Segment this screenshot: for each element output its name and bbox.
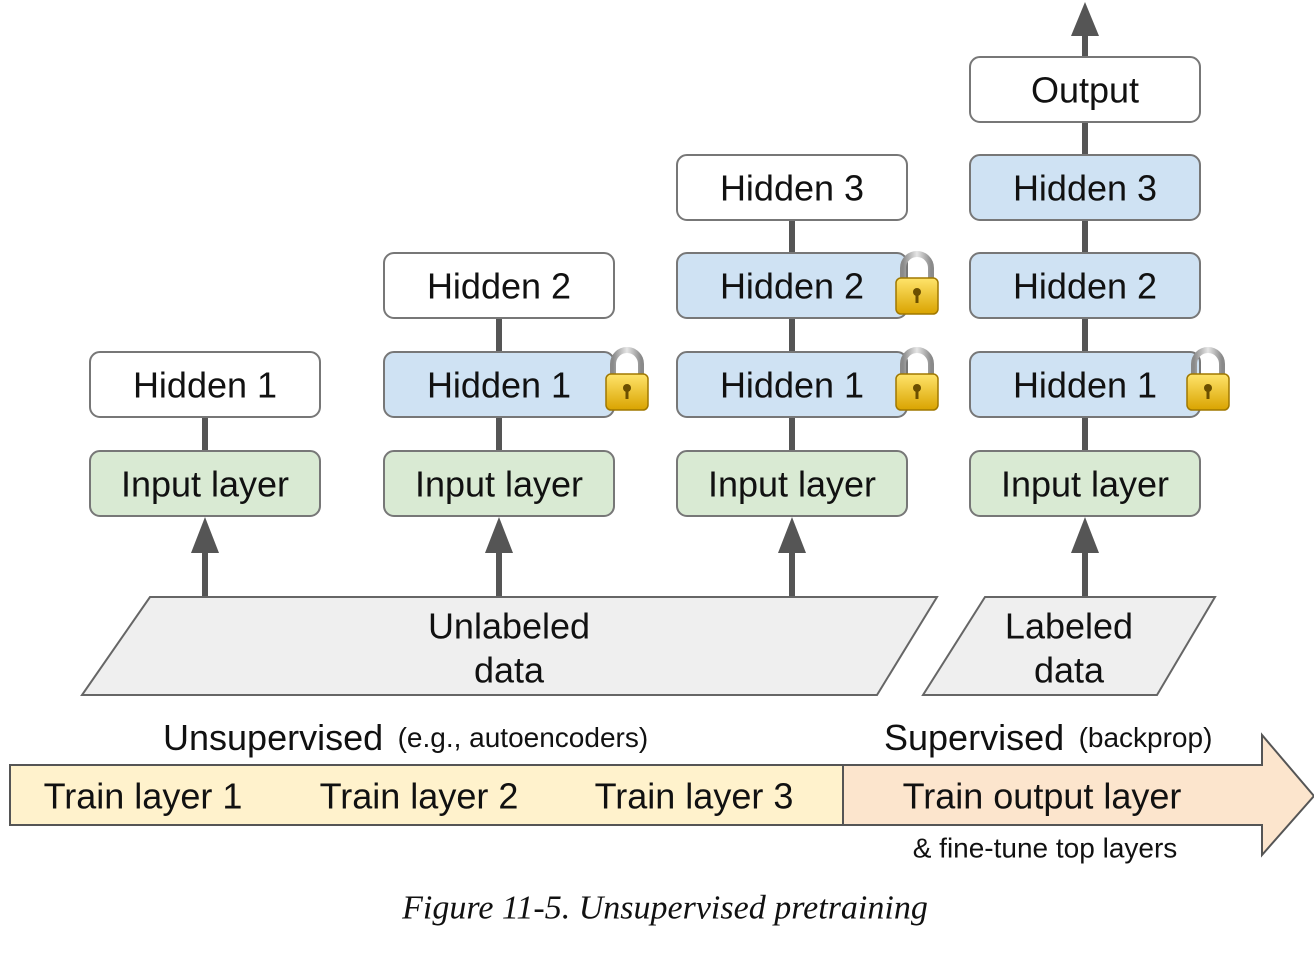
hidden-2-box <box>969 252 1201 319</box>
supervised-note: (backprop) <box>1079 722 1213 753</box>
data-arrows <box>191 517 1099 597</box>
unlabeled-data-line1: Unlabeled <box>428 606 590 647</box>
data-arrow-head <box>485 517 513 553</box>
timeline-supervised-band <box>842 732 1314 858</box>
output-arrow-head <box>1071 2 1099 36</box>
labeled-data-shape <box>921 596 1217 696</box>
unlabeled-data-line2: data <box>474 650 545 691</box>
input-layer-label: Input layer <box>708 464 876 505</box>
column-2: Input layer Hidden 1 Hidden 2 <box>383 252 649 517</box>
hidden-2-label: Hidden 2 <box>427 266 571 307</box>
connectors <box>202 2 1099 451</box>
lock-icon <box>895 251 939 315</box>
timeline-unsupervised-band <box>9 764 844 826</box>
input-layer-box <box>969 450 1201 517</box>
figure-caption: Figure 11-5. Unsupervised pretraining <box>401 890 928 927</box>
train-output-layer-label: Train output layer <box>903 776 1182 817</box>
input-layer-label: Input layer <box>415 464 583 505</box>
train-layer-2-label: Train layer 2 <box>320 776 519 817</box>
input-layer-box <box>676 450 908 517</box>
hidden-1-label: Hidden 1 <box>1013 365 1157 406</box>
hidden-3-label: Hidden 3 <box>720 168 864 209</box>
labeled-data-line1: Labeled <box>1005 606 1133 647</box>
timeline-arrow: Train layer 1 Train layer 2 Train layer … <box>9 732 1314 858</box>
train-layer-1-label: Train layer 1 <box>44 776 243 817</box>
input-layer-box <box>89 450 321 517</box>
supervised-title: Supervised <box>884 717 1064 758</box>
labeled-data: Labeled data <box>921 596 1217 696</box>
hidden-3-label: Hidden 3 <box>1013 168 1157 209</box>
column-4: Input layer Hidden 1 Hidden 2 Hidden 3 O… <box>969 56 1230 517</box>
labeled-data-line2: data <box>1034 650 1105 691</box>
unlabeled-data-shape <box>80 596 939 696</box>
unsupervised-note: (e.g., autoencoders) <box>398 722 649 753</box>
supervised-phase-label: Supervised (backprop) <box>884 717 1212 758</box>
lock-icon <box>895 347 939 411</box>
unlabeled-data: Unlabeled data <box>80 596 939 696</box>
hidden-1-label: Hidden 1 <box>720 365 864 406</box>
hidden-3-box <box>676 154 908 221</box>
lock-icon <box>1186 347 1230 411</box>
hidden-1-label: Hidden 1 <box>133 365 277 406</box>
hidden-2-label: Hidden 2 <box>1013 266 1157 307</box>
input-layer-label: Input layer <box>121 464 289 505</box>
input-layer-box <box>383 450 615 517</box>
lock-icon <box>605 347 649 411</box>
data-arrow-head <box>1071 517 1099 553</box>
column-1: Input layer Hidden 1 <box>89 351 321 517</box>
input-layer-label: Input layer <box>1001 464 1169 505</box>
unsupervised-title: Unsupervised <box>163 717 383 758</box>
fine-tune-note: & fine-tune top layers <box>913 833 1178 864</box>
hidden-3-box <box>969 154 1201 221</box>
data-arrow-head <box>191 517 219 553</box>
hidden-1-label: Hidden 1 <box>427 365 571 406</box>
hidden-1-box <box>89 351 321 418</box>
hidden-2-box <box>383 252 615 319</box>
output-box <box>969 56 1201 123</box>
column-3: Input layer Hidden 1 Hidden 2 Hidden 3 <box>676 154 939 517</box>
output-label: Output <box>1031 70 1139 111</box>
hidden-2-label: Hidden 2 <box>720 266 864 307</box>
train-layer-3-label: Train layer 3 <box>595 776 794 817</box>
data-arrow-head <box>778 517 806 553</box>
unsupervised-phase-label: Unsupervised (e.g., autoencoders) <box>163 717 648 758</box>
